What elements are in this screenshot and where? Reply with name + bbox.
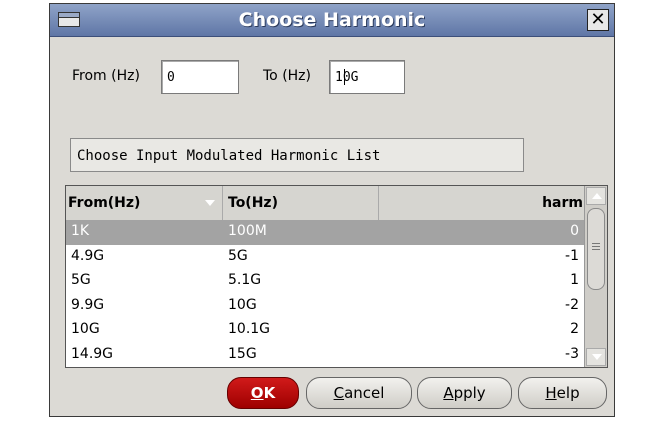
scrollbar-thumb[interactable] <box>587 208 605 290</box>
scroll-down-button[interactable] <box>586 348 606 366</box>
cell-from: 1K <box>71 223 90 239</box>
cell-harm: -1 <box>565 247 579 264</box>
cell-harm: -2 <box>565 296 579 313</box>
table-row[interactable]: 1K 100M 0 <box>66 220 585 245</box>
cell-harm: 1 <box>570 272 579 288</box>
cell-harm: -3 <box>565 345 579 362</box>
cell-to: 10.1G <box>228 321 271 337</box>
apply-mnemonic: A <box>443 384 454 402</box>
grip-line <box>592 249 600 250</box>
help-mnemonic: H <box>545 384 557 402</box>
to-label: To (Hz) <box>263 68 311 84</box>
cell-to: 100M <box>228 223 267 239</box>
column-header-harm[interactable]: harm <box>378 186 585 220</box>
column-header-harm-label: harm <box>542 195 583 211</box>
grip-line <box>592 246 600 247</box>
harmonic-table: From(Hz) To(Hz) harm 1K 100M 0 4.9G 5G -… <box>65 185 608 368</box>
cell-to: 15G <box>228 345 257 362</box>
window-title: Choose Harmonic <box>238 9 426 31</box>
table-row[interactable]: 10G 10.1G 2 <box>66 318 585 343</box>
cell-harm: 0 <box>570 223 579 239</box>
cell-from: 4.9G <box>71 247 105 264</box>
title-bar[interactable]: Choose Harmonic ✕ <box>50 4 614 37</box>
grip-line <box>592 243 600 244</box>
arrow-down-icon <box>592 354 602 360</box>
table-row[interactable]: 5G 5.1G 1 <box>66 269 585 294</box>
from-input-value: 0 <box>167 70 175 85</box>
sort-descending-icon <box>205 200 215 206</box>
cancel-mnemonic: C <box>333 384 345 402</box>
cell-to: 5.1G <box>228 272 262 288</box>
from-input[interactable]: 0 <box>161 60 239 94</box>
cell-to: 10G <box>228 296 257 313</box>
harmonic-list-section-label: Choose Input Modulated Harmonic List <box>70 138 524 172</box>
table-header: From(Hz) To(Hz) harm <box>66 186 585 221</box>
cell-to: 5G <box>228 247 248 264</box>
close-icon[interactable]: ✕ <box>587 9 609 31</box>
scroll-up-button[interactable] <box>586 187 606 205</box>
table-row[interactable]: 9.9G 10G -2 <box>66 294 585 319</box>
ok-button[interactable]: OK <box>227 377 299 409</box>
window-menu-icon[interactable] <box>58 12 80 27</box>
table-body: 1K 100M 0 4.9G 5G -1 5G 5.1G 1 9.9G 10G … <box>66 220 585 367</box>
cell-from: 9.9G <box>71 296 105 313</box>
ok-mnemonic: O <box>250 384 264 402</box>
ok-label-rest: K <box>263 384 276 402</box>
from-label: From (Hz) <box>72 68 140 84</box>
arrow-up-icon <box>592 193 602 199</box>
to-input[interactable]: 10G <box>329 60 405 94</box>
cell-from: 10G <box>71 321 100 337</box>
column-header-to-label: To(Hz) <box>228 195 278 211</box>
choose-harmonic-dialog: Choose Harmonic ✕ From (Hz) 0 To (Hz) 10… <box>49 3 615 417</box>
column-header-from-label: From(Hz) <box>68 195 141 211</box>
cell-from: 14.9G <box>71 345 114 362</box>
cell-harm: 2 <box>570 321 579 337</box>
help-button[interactable]: Help <box>518 377 607 409</box>
cancel-button[interactable]: Cancel <box>306 377 412 409</box>
text-caret <box>344 69 345 85</box>
column-header-to[interactable]: To(Hz) <box>222 186 378 220</box>
column-header-from[interactable]: From(Hz) <box>68 186 222 220</box>
table-row[interactable]: 14.9G 15G -3 <box>66 343 585 368</box>
table-scrollbar[interactable] <box>584 186 607 367</box>
help-label-rest: elp <box>556 384 580 402</box>
to-input-value: 10G <box>335 70 359 85</box>
table-row[interactable]: 4.9G 5G -1 <box>66 245 585 270</box>
cancel-label-rest: ancel <box>344 384 385 402</box>
apply-label-rest: pply <box>453 384 486 402</box>
apply-button[interactable]: Apply <box>417 377 512 409</box>
cell-from: 5G <box>71 272 91 288</box>
